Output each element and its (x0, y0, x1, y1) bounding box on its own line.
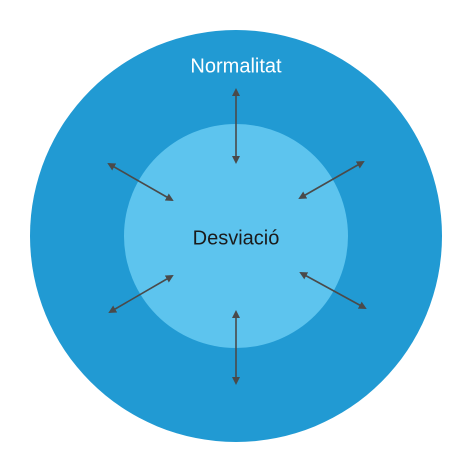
label-desviacio: Desviació (192, 227, 280, 250)
arrow-lower-left (108, 274, 174, 314)
arrow-upper-left (107, 163, 174, 201)
inner-circle-desviacio (124, 124, 348, 348)
label-normalitat: Normalitat (190, 55, 282, 78)
arrow-upper-right (298, 161, 365, 199)
arrow-lower-right (299, 272, 367, 309)
